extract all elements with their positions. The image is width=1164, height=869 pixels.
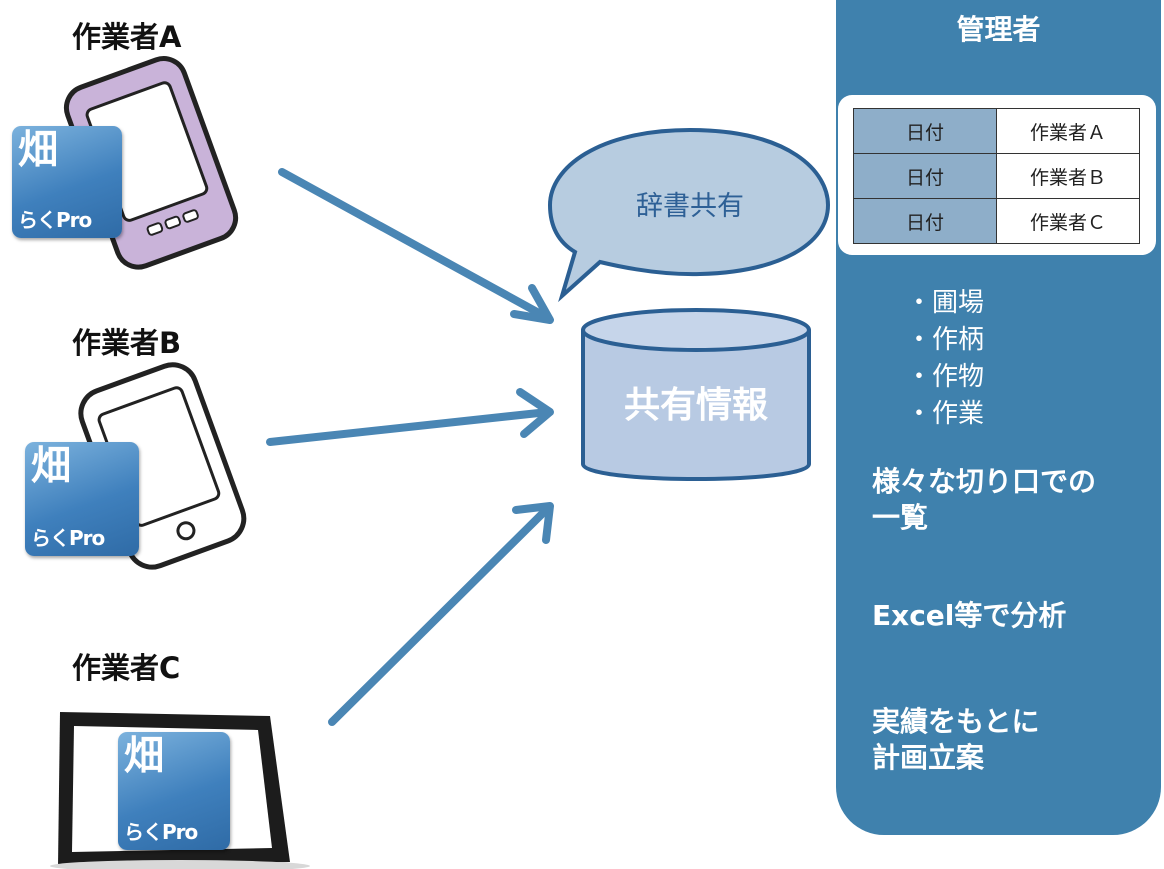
worker-a-label: 作業者A xyxy=(72,20,182,54)
feature-planning: 実績をもとに 計画立案 xyxy=(872,705,1040,774)
app-icon-pro: Pro xyxy=(162,820,198,844)
app-icon-b: 畑 らくPro xyxy=(25,442,139,556)
table-row: 日付 作業者Ａ xyxy=(853,108,1140,154)
list-item: ・作物 xyxy=(906,362,985,392)
app-icon-pro: Pro xyxy=(69,526,105,550)
app-icon-kana: らく xyxy=(124,820,163,844)
speech-bubble xyxy=(547,127,831,303)
shared-info-label: 共有情報 xyxy=(623,385,768,426)
date-cell: 日付 xyxy=(853,198,997,244)
table-row: 日付 作業者Ｃ xyxy=(853,198,1140,244)
app-icon-kana: らく xyxy=(18,208,57,232)
arrow-a-to-db xyxy=(278,168,552,322)
feature-excel-analysis: Excel等で分析 xyxy=(872,599,1067,632)
worker-cell: 作業者Ｂ xyxy=(996,153,1140,199)
list-item: ・作柄 xyxy=(906,325,985,355)
feature-overview: 様々な切り口での 一覧 xyxy=(872,465,1097,534)
worker-c-label: 作業者C xyxy=(72,651,181,685)
worker-cell: 作業者Ｃ xyxy=(996,198,1140,244)
date-cell: 日付 xyxy=(853,153,997,199)
database-cylinder-icon xyxy=(581,308,811,481)
shared-dictionary-label: 辞書共有 xyxy=(636,191,744,222)
admin-title: 管理者 xyxy=(956,13,1041,46)
table-row: 日付 作業者Ｂ xyxy=(853,153,1140,199)
list-item: ・作業 xyxy=(906,399,985,429)
list-item: ・圃場 xyxy=(906,288,985,318)
admin-item-list: ・圃場 ・作柄 ・作物 ・作業 xyxy=(906,285,984,433)
date-cell: 日付 xyxy=(853,108,997,154)
app-icon-pro: Pro xyxy=(56,208,92,232)
record-table: 日付 作業者Ａ 日付 作業者Ｂ 日付 作業者Ｃ xyxy=(853,108,1140,244)
app-icon-mark: 畑 xyxy=(124,733,164,779)
arrow-b-to-db xyxy=(266,408,552,446)
app-icon-mark: 畑 xyxy=(18,127,58,173)
arrow-c-to-db xyxy=(328,504,552,726)
app-icon-mark: 畑 xyxy=(31,443,71,489)
app-icon-kana: らく xyxy=(31,526,70,550)
app-icon-c: 畑 らくPro xyxy=(118,732,230,850)
worker-cell: 作業者Ａ xyxy=(996,108,1140,154)
app-icon-a: 畑 らくPro xyxy=(12,126,122,238)
worker-b-label: 作業者B xyxy=(72,326,182,360)
